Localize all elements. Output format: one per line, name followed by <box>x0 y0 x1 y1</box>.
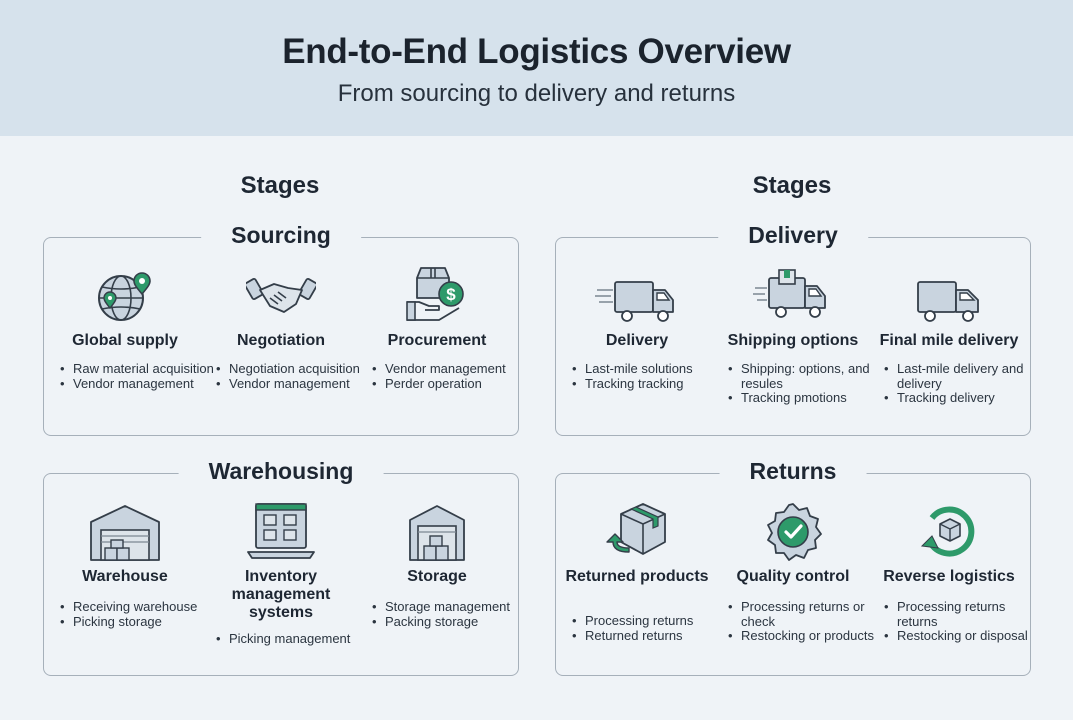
panel-sourcing: Sourcing Global supply Raw material acqu… <box>43 222 519 436</box>
bullet-item: Last-mile solutions <box>572 361 732 377</box>
header-banner: End-to-End Logistics Overview From sourc… <box>0 0 1073 136</box>
box-return-icon <box>558 500 716 566</box>
bullet-item: Restocking or products <box>728 628 888 644</box>
right-column-label: Stages <box>752 172 832 199</box>
bullet-item: Tracking tracking <box>572 376 732 392</box>
panel-delivery: Delivery Delivery Last-mile solutions Tr… <box>555 222 1031 436</box>
bullet-item: Vendor management <box>372 361 532 377</box>
bullet-item: Restocking or disposal <box>884 628 1044 644</box>
storage-shed-icon <box>358 500 516 566</box>
globe-pin-icon <box>46 264 204 330</box>
bullet-item: Negotiation acquisition <box>216 361 376 377</box>
bullet-list: Processing returns returns Restocking or… <box>884 599 1044 644</box>
item-title: Negotiation <box>237 332 325 349</box>
item-title: Global supply <box>72 332 178 349</box>
warehouse-icon <box>46 500 204 566</box>
bullet-item: Storage management <box>372 599 532 615</box>
speeding-truck-icon <box>558 264 716 330</box>
bullet-item: Picking management <box>216 631 376 647</box>
bullet-list: Last-mile delivery and delivery Tracking… <box>884 361 1044 406</box>
bullet-item: Perder operation <box>372 376 532 392</box>
bullet-list: Picking management <box>216 631 376 647</box>
bullet-item: Packing storage <box>372 614 532 630</box>
truck-package-icon <box>714 264 872 330</box>
bullet-list: Receiving warehouse Picking storage <box>60 599 220 630</box>
laptop-grid-icon <box>202 500 360 566</box>
box-hand-dollar-icon: $ <box>358 264 516 330</box>
bullet-item: Raw material acquisition <box>60 361 220 377</box>
bullet-item: Tracking pmotions <box>728 390 888 406</box>
bullet-item: Tracking delivery <box>884 390 1044 406</box>
panel-warehousing: Warehousing Warehouse Receiving warehous… <box>43 458 519 676</box>
panel-returns: Returns Returned products Processing ret… <box>555 458 1031 676</box>
bullet-list: Shipping: options, and resules Tracking … <box>728 361 888 406</box>
page-subtitle: From sourcing to delivery and returns <box>337 80 736 107</box>
bullet-item: Processing returns returns <box>884 599 1044 629</box>
handshake-icon <box>202 264 360 330</box>
item-title: Quality control <box>736 568 850 585</box>
svg-text:$: $ <box>446 285 456 304</box>
bullet-list: Vendor management Perder operation <box>372 361 532 392</box>
reverse-cycle-icon <box>870 500 1028 566</box>
item-title: Procurement <box>387 332 487 349</box>
bullet-item: Last-mile delivery and delivery <box>884 361 1044 391</box>
left-column-label: Stages <box>240 172 320 199</box>
quality-badge-icon <box>714 500 872 566</box>
bullet-item: Processing returns <box>572 613 732 629</box>
bullet-list: Storage management Packing storage <box>372 599 532 630</box>
bullet-list: Processing returns or check Restocking o… <box>728 599 888 644</box>
bullet-item: Shipping: options, and resules <box>728 361 888 391</box>
bullet-item: Vendor management <box>216 376 376 392</box>
bullet-item: Vendor management <box>60 376 220 392</box>
bullet-item: Processing returns or check <box>728 599 888 629</box>
bullet-list: Processing returns Returned returns <box>572 613 732 644</box>
item-title: Inventory management systems <box>231 568 331 621</box>
bullet-item: Picking storage <box>60 614 220 630</box>
panel-title-returns: Returns <box>719 458 867 485</box>
item-title: Shipping options <box>727 332 859 349</box>
bullet-item: Returned returns <box>572 628 732 644</box>
item-title: Delivery <box>605 332 669 349</box>
page-title: End-to-End Logistics Overview <box>282 32 791 71</box>
item-title: Reverse logistics <box>883 568 1015 585</box>
panel-title-sourcing: Sourcing <box>201 222 361 249</box>
truck-icon <box>870 264 1028 330</box>
panel-title-warehousing: Warehousing <box>178 458 384 485</box>
bullet-list: Negotiation acquisition Vendor managemen… <box>216 361 376 392</box>
item-title: Final mile delivery <box>879 332 1019 349</box>
item-title: Returned products <box>565 568 709 585</box>
bullet-list: Last-mile solutions Tracking tracking <box>572 361 732 392</box>
item-title: Storage <box>407 568 467 585</box>
item-title: Warehouse <box>82 568 168 585</box>
bullet-item: Receiving warehouse <box>60 599 220 615</box>
bullet-list: Raw material acquisition Vendor manageme… <box>60 361 220 392</box>
panel-title-delivery: Delivery <box>718 222 868 249</box>
